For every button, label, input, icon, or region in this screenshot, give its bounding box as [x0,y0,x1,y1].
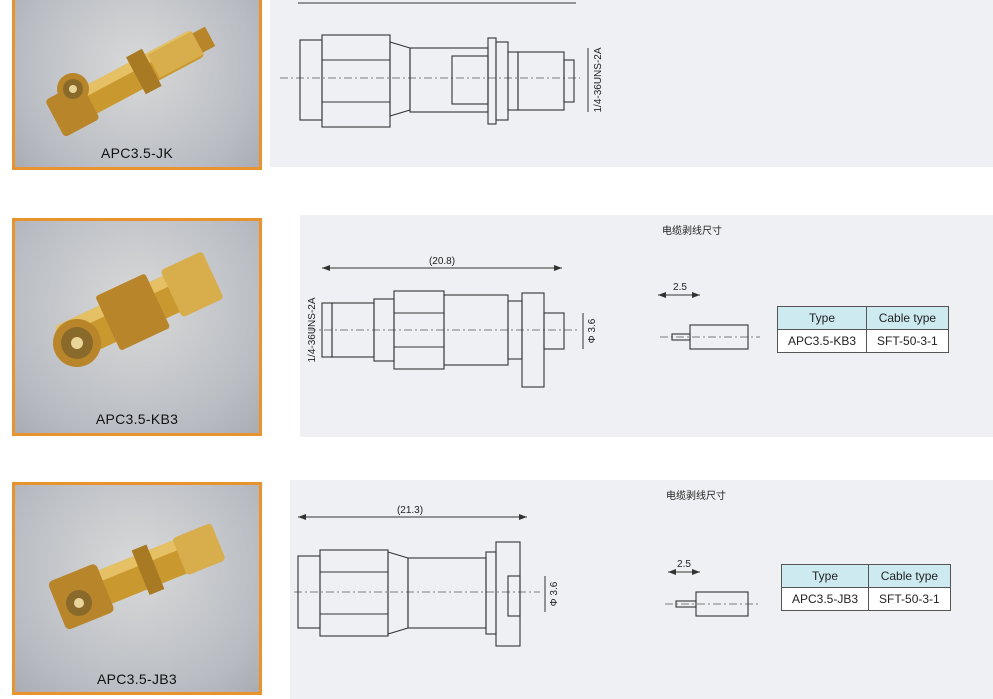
product-photo-jk: APC3.5-JK [12,0,262,170]
product-label: APC3.5-JK [101,145,173,161]
strip-dimension-title: 电缆剥线尺寸 [666,491,726,502]
product-label: APC3.5-JB3 [96,671,178,687]
product-row-jk: APC3.5-JK 1/4-36UNS-2A [0,0,993,175]
table-cell-type: APC3.5-JB3 [780,587,870,611]
table-header-cable: Cable type [868,564,951,588]
table-header-cable: Cable type [866,306,949,330]
cable-type-table: Type Cable type APC3.5-KB3 SFT-50-3-1 [776,306,949,353]
drawing-jb3: (21.3) Φ 3.6 2.5 [290,480,993,699]
strip-dimension-title: 电缆剥线尺寸 [662,226,722,237]
length-dimension: (21.3) [397,505,423,516]
drawing-kb3: (20.8) 1/4-36UNS-2A Φ 3.6 2.5 [300,215,993,437]
connector-image [48,523,225,630]
table-cell-cable: SFT-50-3-1 [866,329,949,353]
product-photo-kb3: APC3.5-KB3 [12,218,262,436]
product-row-jb3: APC3.5-JB3 (21.3) Φ 3.6 [0,480,993,699]
diameter-dimension: Φ 3.6 [587,318,598,343]
length-dimension: (20.8) [429,256,455,267]
dimension-drawing: (20.8) 1/4-36UNS-2A Φ 3.6 2.5 [307,256,760,388]
product-row-kb3: APC3.5-KB3 (20.8) 1/4-36UNS-2A Φ [0,215,993,437]
thread-dimension: 1/4-36UNS-2A [593,47,604,112]
drawing-jk: 1/4-36UNS-2A [270,0,993,167]
strip-length: 2.5 [673,282,687,293]
table-header-type: Type [780,564,870,588]
dimension-drawing: (21.3) Φ 3.6 2.5 [294,505,760,647]
connector-image [46,26,216,137]
cable-type-table: Type Cable type APC3.5-JB3 SFT-50-3-1 [780,564,951,611]
table-cell-type: APC3.5-KB3 [776,329,868,353]
product-label: APC3.5-KB3 [95,411,179,427]
table-cell-cable: SFT-50-3-1 [868,587,951,611]
table-header-type: Type [776,306,868,330]
diameter-dimension: Φ 3.6 [549,581,560,606]
dimension-drawing: 1/4-36UNS-2A [280,2,604,128]
connector-image [53,252,223,367]
product-photo-jb3: APC3.5-JB3 [12,482,262,695]
strip-length: 2.5 [677,559,691,570]
